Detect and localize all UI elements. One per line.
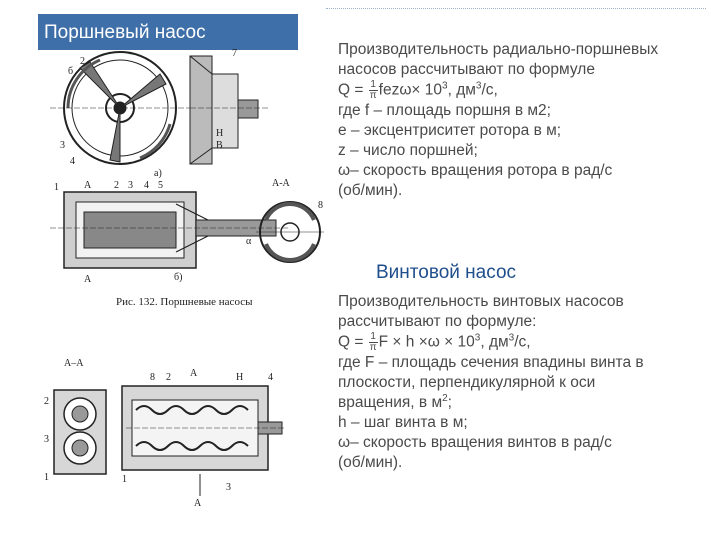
screw-drawing-labels: А–А 2 3 1 8 2 А Н 4 1 3 А [44,358,273,509]
label: 1 [54,182,59,193]
formula-exponent: 3 [474,332,481,344]
label: 2 [114,180,119,191]
formula-unit-exponent: 3 [508,332,515,344]
text-line: где f – площадь поршня в м2; [338,102,551,119]
formula-unit: , дм [480,333,509,351]
fraction-denominator: π [369,90,377,101]
text-line: е – эксцентриситет ротора в м; [338,122,562,139]
label: α [246,236,252,247]
text-line: ω– скорость вращения ротора в рад/с [338,162,613,179]
label: 4 [144,180,149,191]
label: А–А [64,358,84,369]
text-line: h – шаг винта в м; [338,414,468,431]
piston-text-block: Производительность радиально-поршневых н… [338,40,698,201]
formula-exponent: 3 [442,80,448,92]
label: В [216,140,223,151]
text-line: насосов рассчитывают по формуле [338,61,595,78]
label: 3 [44,434,49,445]
label: 8 [150,372,155,383]
label: 4 [268,372,273,383]
label: б) [174,272,182,283]
text-line: Производительность радиально-поршневых [338,41,659,58]
rotation-tail: ; [447,394,452,411]
label: Н [236,372,243,383]
label: Н [216,128,223,139]
text-line: где F – площадь сечения впадины винта в [338,354,644,371]
aa-cross-section [256,201,324,263]
title-bar [38,14,298,50]
label: 7 [232,48,237,59]
screw-text-block: Производительность винтовых насосов расс… [338,292,698,473]
label: 8 [318,200,323,211]
fraction-numerator: 1 [368,79,378,91]
figure-caption: Рис. 132. Поршневые насосы [116,296,253,308]
label: А [190,368,198,379]
text-line: ω– скорость вращения винтов в рад/с [338,434,612,451]
label: 2 [166,372,171,383]
fraction-denominator: π [369,342,377,353]
pump-section-view [50,191,290,269]
text-line: (об/мин). [338,182,403,199]
formula-body: fezω× 10 [378,81,443,99]
text-line: рассчитывают по формуле: [338,313,537,330]
formula-body: F × h ×ω × 10 [378,333,475,351]
screw-pump-drawing: А–А 2 3 1 8 2 А Н 4 1 3 А [44,358,286,509]
label: 3 [226,482,231,493]
label: 4 [70,156,75,167]
label: А [84,274,92,285]
text-line: z – число поршней; [338,142,478,159]
piston-pump-drawing: б 2 3 4 а) 7 Н В А 2 3 4 5 1 А-А 8 α б) … [50,48,324,285]
slide-title: Поршневый насос [44,22,206,43]
screw-cross-section [53,389,107,475]
rotor-side-view [189,55,268,165]
screw-pump-heading: Винтовой насос [376,262,517,283]
screw-longitudinal-section [121,385,286,496]
formula-prefix: Q = [338,81,368,99]
formula-unit-exponent: 3 [475,80,482,92]
label: 1 [44,472,49,483]
formula-tail: /с, [514,333,531,351]
formula-unit: , дм [447,81,476,99]
label: А [194,498,202,509]
label: 3 [128,180,133,191]
drawing-labels: б 2 3 4 а) 7 Н В А 2 3 4 5 1 А-А 8 α б) … [54,48,323,285]
text-line: плоскости, перпендикулярной к оси [338,374,596,391]
fraction-numerator: 1 [368,331,378,343]
top-divider [326,8,706,9]
text-line: Производительность винтовых насосов [338,293,624,310]
label: А [84,180,92,191]
rotation-line: вращения, в м2; [338,393,698,413]
label: 5 [158,180,163,191]
label: б [68,66,73,77]
text-line: (об/мин). [338,454,403,471]
formula-prefix: Q = [338,333,368,351]
label: 2 [80,56,85,67]
rotor-view [50,51,190,165]
label: 3 [60,140,65,151]
label: А-А [272,178,291,189]
rotation-text: вращения, в м [338,394,443,411]
label: 1 [122,474,127,485]
rotation-exponent: 2 [442,392,448,404]
formula-tail: /с, [481,81,498,99]
label: а) [154,168,162,179]
label: 2 [44,396,49,407]
